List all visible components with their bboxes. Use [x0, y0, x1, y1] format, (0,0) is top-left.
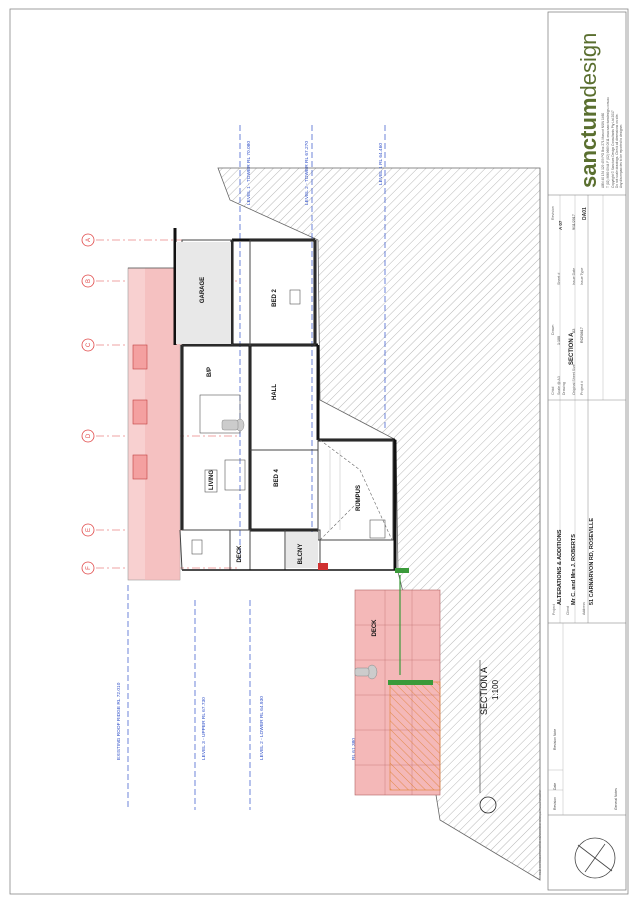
sheet-number: A 07: [558, 220, 563, 230]
section-scale: 1:100: [491, 679, 500, 700]
room-deck-lower: DECK: [372, 619, 378, 637]
grid-d-label: D: [86, 433, 92, 438]
svg-text:Issue Date: Issue Date: [572, 268, 576, 285]
general-notes-label: General Notes: [614, 788, 618, 810]
level-rl-61: RL 61.380: [351, 738, 357, 760]
level-1: LEVEL 1 RL 64.460: [378, 143, 384, 185]
level-3-upper: LEVEL 3 - UPPER RL 67.730: [201, 697, 207, 760]
svg-text:Date: Date: [553, 783, 557, 790]
site-address: 51 CARNARVON RD, ROSEVILLE: [589, 518, 595, 605]
svg-text:Revision Note: Revision Note: [553, 729, 557, 750]
furniture: [191, 289, 386, 555]
svg-text:Project: Project: [552, 604, 556, 615]
project-title: ALTERATIONS & ADDITIONS: [557, 529, 563, 605]
svg-text:SECTION A: SECTION A: [479, 667, 489, 715]
svg-text:Sheet #: Sheet #: [557, 273, 561, 285]
project-number: RCR0617: [580, 327, 584, 343]
svg-text:Original Sheet Size: Original Sheet Size: [572, 364, 576, 395]
brand-contact-1: ABN 40 134 129 459 PO Box 271 Mascot NSW…: [601, 113, 605, 188]
room-living: LIVING: [209, 470, 215, 490]
human-figure-icon: [354, 664, 378, 680]
svg-text:Client: Client: [566, 606, 570, 615]
room-bed-4: BED 4: [274, 469, 280, 487]
room-bp: B/P: [207, 367, 213, 377]
svg-text:Scale @ A3: Scale @ A3: [557, 376, 561, 395]
svg-text:Chkd: Chkd: [551, 387, 555, 395]
svg-text:Address: Address: [582, 602, 586, 615]
section-title: SECTION A 1:100: [479, 660, 500, 814]
sheet-size: A3: [572, 329, 576, 333]
brand-copyright-1: Copyright © Sanctum Design Consultants P…: [611, 110, 615, 188]
brand-name-bold: sanctum: [576, 98, 601, 188]
svg-text:Issue Type: Issue Type: [580, 268, 584, 285]
title-block: sanctumdesign ABN 40 134 129 459 PO Box …: [538, 11, 627, 891]
grid-f-label: F: [86, 566, 92, 570]
client-name: Mr C. and Mrs J. ROBERTS: [571, 534, 577, 605]
brand-copyright-2: Do not scale drawings. Check all dimensi…: [615, 113, 619, 188]
svg-text:Revision: Revision: [553, 797, 557, 810]
svg-text:Drawn: Drawn: [551, 325, 555, 335]
svg-text:Project #: Project #: [580, 381, 584, 395]
roof: [127, 267, 181, 581]
grid-a-label: A: [86, 238, 92, 242]
issue-type: DA01: [582, 207, 588, 220]
brand-copyright-3: Any discrepancies to be reported to desi…: [619, 124, 623, 188]
human-figure-upper-icon: [221, 418, 245, 432]
brand-name-light: design: [576, 33, 601, 98]
brand-logo: sanctumdesign: [576, 33, 601, 188]
north-arrow-icon: [574, 837, 616, 879]
room-bed-2: BED 2: [272, 289, 278, 307]
level-2-lower: LEVEL 2 - LOWER RL 64.930: [259, 696, 265, 760]
room-deck-upper: DECK: [237, 545, 243, 563]
level-lines: [127, 125, 386, 810]
room-hall: HALL: [272, 384, 278, 400]
svg-text:sanctumdesign: sanctumdesign: [576, 33, 601, 188]
brand-contact-2: T (02) 9669 0944 F (02) 9669 0911 www.sa…: [606, 97, 610, 188]
issue-date: 9/11/2017: [572, 214, 576, 230]
drawing-title: SECTION A: [569, 332, 575, 365]
drawing-label: Drawing: [562, 382, 566, 395]
room-garage: GARAGE: [200, 277, 206, 303]
room-balcony: BLCNY: [298, 544, 304, 565]
level-1-tower: LEVEL 1 - TOWER RL 70.080: [246, 141, 252, 205]
grid-e-label: E: [86, 528, 92, 532]
grid-c-label: C: [86, 342, 92, 347]
sheet-border: [9, 8, 629, 895]
grid-b-label: B: [86, 279, 92, 283]
lower-deck: [354, 575, 441, 796]
room-rumpus: RUMPUS: [356, 485, 362, 511]
level-existing-roof: EXISTING ROOF RIDGE RL 72.010: [116, 682, 122, 760]
scale-value: 1:100: [557, 336, 561, 345]
svg-text:Revision: Revision: [551, 206, 555, 220]
level-2-tower: LEVEL 2 - TOWER RL 67.270: [304, 141, 310, 205]
